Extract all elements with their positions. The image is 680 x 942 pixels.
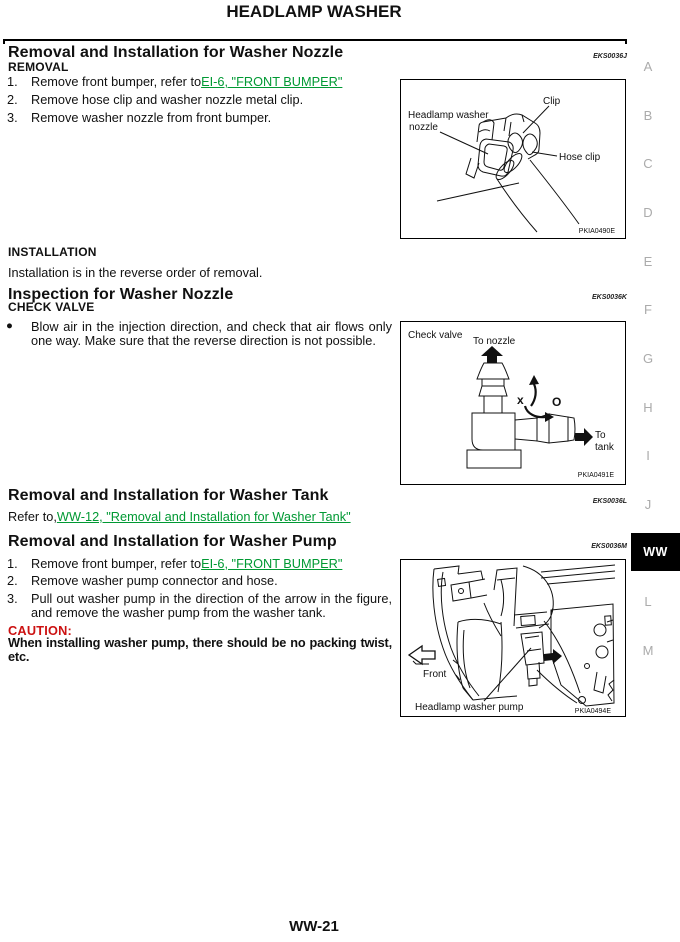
bullet-text-line2: one way. Make sure that the reverse dire… bbox=[31, 333, 376, 348]
figure-code-pkia0490e: PKIA0490E bbox=[579, 228, 616, 235]
pump-direction-arrow-icon bbox=[544, 649, 562, 664]
caution-text: When installing washer pump, there shoul… bbox=[8, 636, 392, 664]
figure-label-to-nozzle: To nozzle bbox=[473, 336, 516, 347]
figure-check-valve: Check valve To nozzle x O To tank PKIA04… bbox=[400, 321, 626, 485]
list-item: 2. Remove washer pump connector and hose… bbox=[7, 574, 392, 588]
page-title: HEADLAMP WASHER bbox=[226, 2, 402, 21]
side-tab-e: E bbox=[643, 253, 653, 269]
flow-right-arrowhead bbox=[545, 412, 554, 422]
code-eks0036j: EKS0036J bbox=[593, 53, 627, 60]
washer-pump-drawing: Front Headlamp washer pump PKIA0494E bbox=[407, 564, 616, 715]
figure-label-to-tank-line1: To bbox=[595, 430, 606, 441]
side-tab-a: A bbox=[643, 59, 653, 74]
figure-label-front: Front bbox=[423, 669, 447, 680]
link-front-bumper-2[interactable]: EI-6, "FRONT BUMPER" bbox=[201, 555, 343, 571]
bullet-icon: ● bbox=[6, 320, 13, 332]
heading-washer-tank: Removal and Installation for Washer Tank bbox=[8, 486, 329, 504]
figure-label-hose-clip: Hose clip bbox=[559, 152, 601, 163]
side-tab-j: J bbox=[644, 497, 652, 512]
heading-installation: INSTALLATION bbox=[8, 245, 97, 259]
check-valve-drawing: Check valve To nozzle x O To tank PKIA04… bbox=[408, 330, 615, 479]
figure-label-check-valve: Check valve bbox=[408, 330, 463, 341]
refer-pre: Refer to, bbox=[8, 509, 57, 524]
side-tab-l: L bbox=[644, 594, 652, 609]
list-item-text: Pull out washer pump in the direction of… bbox=[31, 592, 392, 620]
caution-text-line2: etc. bbox=[8, 649, 30, 664]
flow-up-arrowhead bbox=[529, 375, 539, 385]
figure-label-clip: Clip bbox=[543, 96, 561, 107]
step-text: Remove front bumper, refer to bbox=[31, 555, 202, 571]
right-arrow-icon bbox=[575, 428, 593, 446]
tank-refer-line: Refer to,WW-12, "Removal and Installatio… bbox=[8, 510, 351, 524]
heading-removal: REMOVAL bbox=[8, 60, 69, 74]
engine-bay-line-art bbox=[432, 564, 616, 707]
list-item: 1. Remove front bumper, refer toEI-6, "F… bbox=[7, 555, 392, 571]
list-item-text: Remove front bumper, refer toEI-6, "FRON… bbox=[31, 75, 392, 89]
installation-text: Installation is in the reverse order of … bbox=[8, 264, 263, 280]
side-tab-c: C bbox=[643, 156, 653, 171]
figure-washer-pump: Front Headlamp washer pump PKIA0494E bbox=[400, 559, 626, 717]
bullet-text-line1: Blow air in the injection direction, and… bbox=[31, 319, 392, 334]
step-text: Remove washer pump connector and hose. bbox=[31, 573, 278, 589]
figure-code-pkia0491e: PKIA0491E bbox=[578, 472, 615, 479]
code-eks0036k: EKS0036K bbox=[591, 294, 627, 301]
heading-inspection: Inspection for Washer Nozzle bbox=[8, 285, 234, 303]
page-number: WW-21 bbox=[289, 918, 339, 935]
step-text-line2: and remove the washer pump from the wash… bbox=[31, 605, 326, 621]
check-valve-line-art bbox=[466, 362, 576, 469]
figure-label-pump: Headlamp washer pump bbox=[415, 702, 524, 713]
pump-removal-steps: 1. Remove front bumper, refer toEI-6, "F… bbox=[7, 555, 392, 621]
section-divider-rule bbox=[3, 39, 627, 44]
list-item-number: 3. bbox=[7, 591, 18, 607]
step-text: Remove washer nozzle from front bumper. bbox=[31, 109, 272, 125]
front-arrow-icon bbox=[407, 644, 436, 666]
side-tab-ww-active[interactable]: WW bbox=[631, 533, 680, 571]
figure-label-blocked-x: x bbox=[517, 393, 524, 407]
figure-washer-nozzle: Clip Headlamp washer nozzle Hose clip PK… bbox=[400, 79, 626, 239]
list-item: 3. Pull out washer pump in the direction… bbox=[7, 592, 392, 620]
list-item-number: 1. bbox=[7, 74, 18, 89]
caution-heading: CAUTION: bbox=[8, 623, 72, 638]
up-arrow-icon bbox=[481, 346, 503, 363]
nozzle-line-art bbox=[436, 105, 580, 233]
list-item-number: 1. bbox=[7, 555, 18, 571]
washer-nozzle-drawing: Clip Headlamp washer nozzle Hose clip PK… bbox=[408, 96, 616, 235]
figure-label-nozzle-line1: Headlamp washer bbox=[408, 110, 489, 121]
list-item-number: 2. bbox=[7, 573, 18, 589]
caution-text-line1: When installing washer pump, there shoul… bbox=[8, 635, 392, 650]
side-tab-m: M bbox=[642, 643, 654, 658]
link-front-bumper[interactable]: EI-6, "FRONT BUMPER" bbox=[201, 74, 343, 89]
heading-check-valve: CHECK VALVE bbox=[8, 299, 95, 314]
list-item: 3. Remove washer nozzle from front bumpe… bbox=[7, 109, 392, 125]
list-item-text: Remove front bumper, refer toEI-6, "FRON… bbox=[31, 555, 392, 571]
side-tab-h: H bbox=[643, 399, 653, 415]
nozzle-removal-steps: 1. Remove front bumper, refer toEI-6, "F… bbox=[7, 75, 392, 125]
step-text-line1: Pull out washer pump in the direction of… bbox=[31, 591, 392, 607]
side-tab-f: F bbox=[644, 302, 652, 317]
flow-direction-curves bbox=[523, 383, 546, 419]
list-item: 2. Remove hose clip and washer nozzle me… bbox=[7, 91, 392, 107]
side-tab-b: B bbox=[643, 107, 653, 123]
figure-label-nozzle-line2: nozzle bbox=[409, 122, 438, 133]
figure-label-to-tank-line2: tank bbox=[595, 442, 615, 453]
check-valve-bullet: ● Blow air in the injection direction, a… bbox=[6, 320, 392, 348]
figure-code-pkia0494e: PKIA0494E bbox=[575, 708, 612, 715]
side-tab-d: D bbox=[643, 205, 653, 220]
side-tab-i: I bbox=[646, 448, 650, 463]
side-tab-g: G bbox=[642, 351, 654, 366]
step-text: Remove front bumper, refer to bbox=[31, 74, 202, 89]
code-eks0036l: EKS0036L bbox=[592, 498, 627, 505]
code-eks0036m: EKS0036M bbox=[591, 543, 627, 550]
bullet-text: Blow air in the injection direction, and… bbox=[31, 320, 392, 348]
figure-label-allowed-o: O bbox=[552, 395, 561, 409]
step-text: Remove hose clip and washer nozzle metal… bbox=[31, 91, 304, 107]
heading-washer-nozzle-removal: Removal and Installation for Washer Nozz… bbox=[8, 44, 344, 61]
link-ww-12[interactable]: WW-12, "Removal and Installation for Was… bbox=[56, 509, 351, 524]
list-item: 1. Remove front bumper, refer toEI-6, "F… bbox=[7, 75, 392, 89]
heading-washer-pump: Removal and Installation for Washer Pump bbox=[8, 532, 337, 550]
list-item-number: 2. bbox=[7, 91, 18, 107]
list-item-number: 3. bbox=[7, 109, 18, 125]
